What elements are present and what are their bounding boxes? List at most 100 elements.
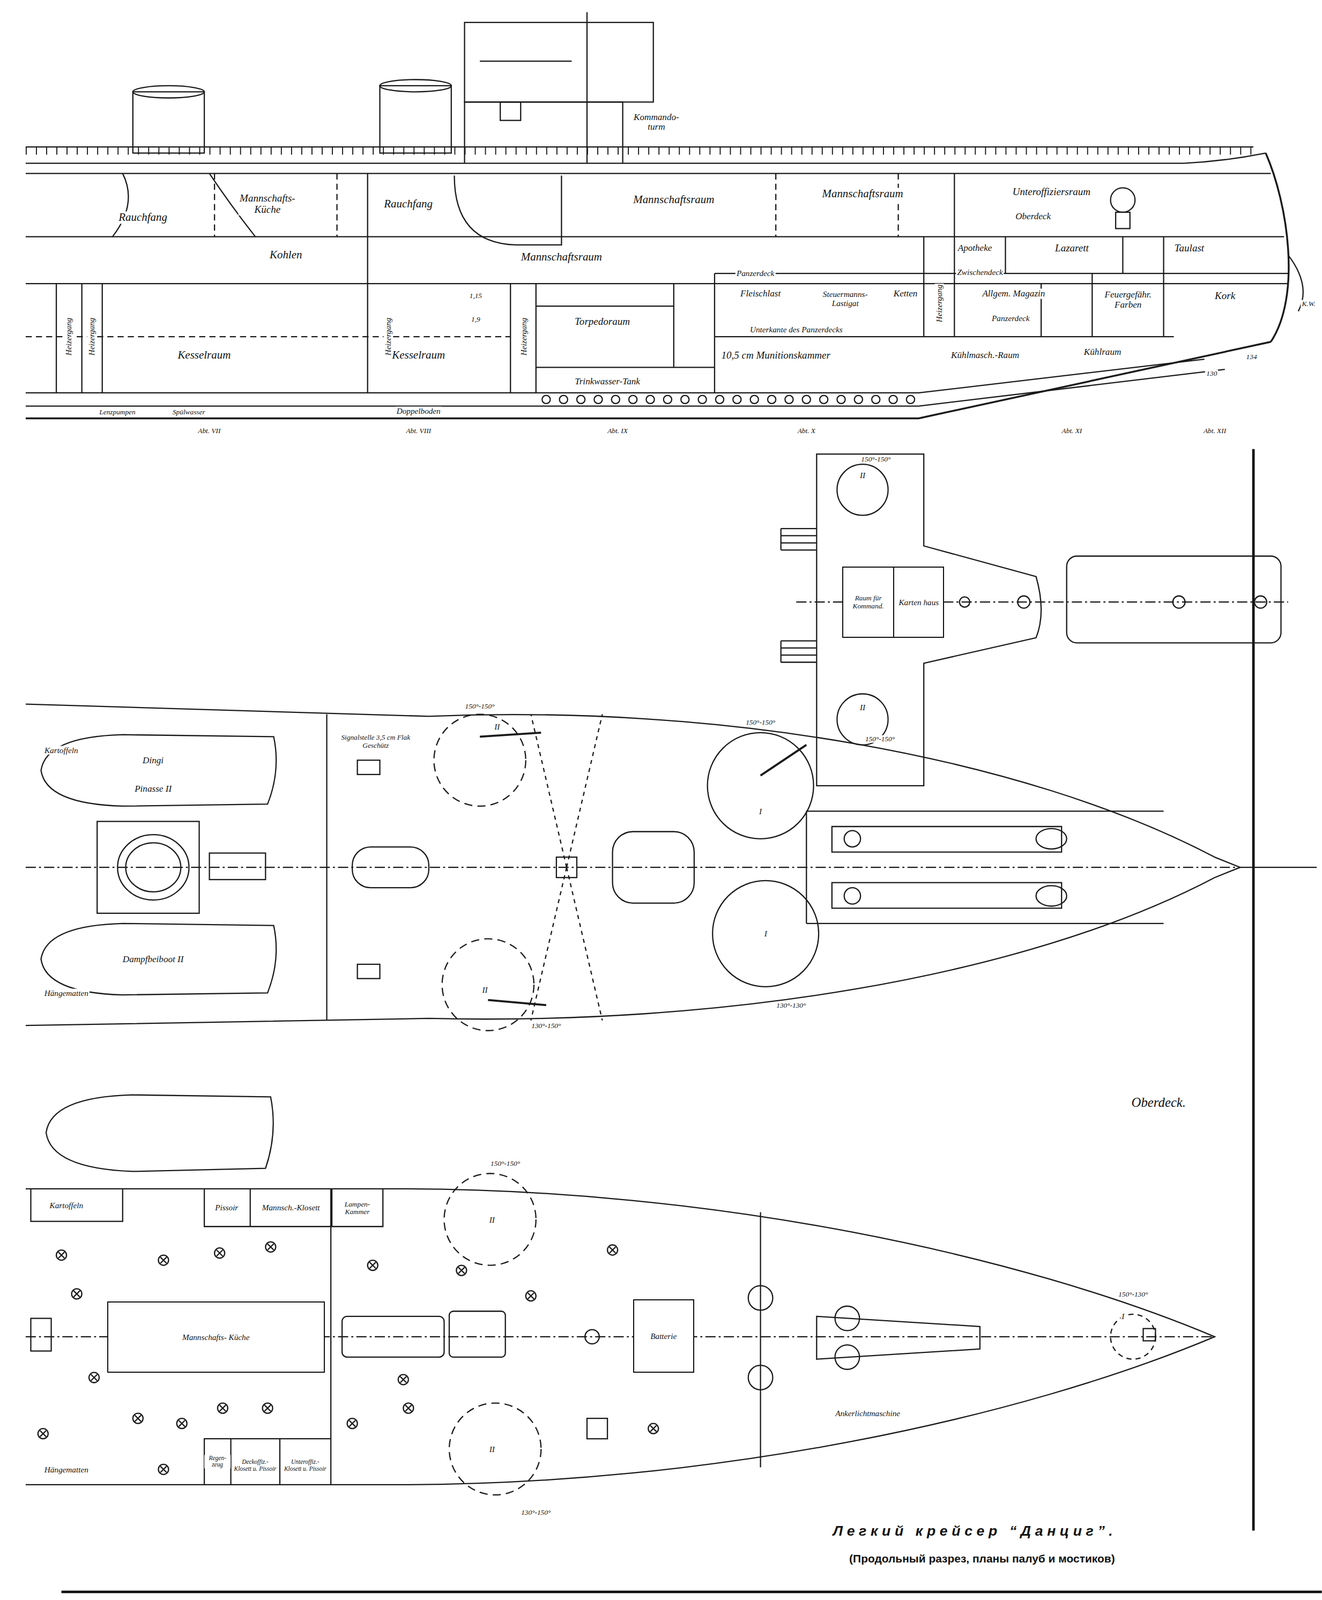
porthole — [836, 395, 845, 404]
porthole — [593, 395, 603, 404]
section-view-line — [25, 147, 1254, 155]
section-view-line — [1110, 187, 1136, 213]
drawing-label: K.W. — [1301, 300, 1317, 309]
bollard-cross — [91, 1374, 98, 1381]
bridge-plan-line — [836, 464, 888, 516]
bollard — [214, 1248, 225, 1259]
drawing-label: Kesselraum — [390, 348, 447, 362]
upper-deck-plan — [25, 1095, 1215, 1496]
section-view-line — [1115, 212, 1131, 229]
forecastle-plan-line — [556, 857, 577, 878]
drawing-label: Abt. XI — [1060, 426, 1084, 435]
section-view-line — [56, 173, 1164, 393]
upper-deck-plan-line — [748, 1365, 774, 1391]
forecastle-plan-line — [433, 714, 526, 807]
bollard — [525, 1290, 537, 1302]
bollard-cross — [40, 1430, 47, 1437]
bollard-cross — [267, 1244, 274, 1251]
section-view — [25, 12, 1304, 419]
bollard — [56, 1250, 67, 1261]
bollard — [132, 1413, 144, 1424]
forecastle-plan-line — [25, 866, 1240, 868]
upper-deck-plan-line — [748, 1286, 774, 1311]
upper-deck-plan-line — [449, 1403, 541, 1496]
drawing-label: 150°-150° — [859, 455, 892, 464]
section-view-line — [25, 359, 1205, 393]
bollard-cross — [160, 1257, 167, 1264]
bollard-cross — [135, 1415, 141, 1422]
section-view-line — [25, 283, 1289, 285]
bollard-cross — [528, 1293, 534, 1299]
section-view-line — [1265, 153, 1289, 343]
porthole — [680, 395, 689, 404]
drawing-label: Kühlraum — [1082, 347, 1123, 358]
bollard — [367, 1260, 378, 1271]
forecastle-plan-line — [844, 887, 861, 904]
drawing-label: 130°-150° — [530, 1021, 562, 1030]
drawing-label: Taulast — [1173, 242, 1206, 254]
section-view-line — [132, 91, 205, 153]
drawing-label: Kühlmasch.-Raum — [949, 350, 1021, 361]
section-view-line — [586, 12, 588, 164]
drawing-label: Mannsch.-Klosett — [261, 1202, 322, 1213]
forecastle-plan-line — [487, 1000, 547, 1006]
upper-deck-plan-line — [835, 1306, 860, 1332]
drawing-label: Dampfbeiboot II — [121, 954, 185, 965]
bollard-group — [38, 1242, 659, 1475]
section-view-line — [479, 60, 572, 62]
upper-deck-plan-line — [759, 1212, 761, 1468]
drawing-label: Heizergang — [383, 316, 393, 357]
drawing-label: Ketten — [892, 288, 919, 300]
bollard — [398, 1374, 409, 1385]
bollard — [347, 1418, 358, 1429]
caption: Легкий крейсер “Данциг”. — [833, 1523, 1118, 1540]
drawing-label: 130°-130° — [775, 1001, 807, 1010]
drawing-label: Heizergang — [87, 316, 97, 357]
section-view-line — [464, 101, 623, 163]
drawing-label: Panzerdeck — [990, 314, 1031, 324]
bollard — [456, 1265, 467, 1276]
frame-line — [61, 1590, 1322, 1594]
porthole — [645, 395, 655, 404]
forecastle-plan-line — [760, 745, 807, 776]
bollard — [38, 1428, 49, 1439]
drawing-label: Pissoir — [213, 1202, 240, 1213]
drawing-label: Heizergang — [63, 316, 73, 357]
bollard — [607, 1245, 618, 1256]
upper-deck-plan-line — [30, 1318, 51, 1352]
forecastle-plan-line — [1036, 885, 1067, 906]
drawing-label: Lazarett — [1053, 242, 1090, 254]
drawing-label: II — [488, 1445, 496, 1455]
porthole — [611, 395, 620, 404]
drawing-label: I — [763, 929, 769, 939]
porthole — [697, 395, 707, 404]
forecastle-plan-line — [1239, 866, 1317, 868]
drawing-label: 150°-150° — [463, 702, 496, 711]
drawing-label: Mannschaftsraum — [520, 250, 604, 264]
bridge-plan-line — [1254, 596, 1267, 609]
bridge-plan-line — [1172, 596, 1186, 609]
drawing-label: I — [1120, 1312, 1126, 1322]
drawing-label: Zwischendeck — [955, 268, 1004, 278]
bollard — [71, 1288, 83, 1299]
drawing-label: Fleischlast — [739, 288, 782, 300]
bollard — [217, 1403, 228, 1414]
drawing-label: Unteroffiz.- Klosett u. Pissoir — [282, 1459, 328, 1473]
bollard-cross — [458, 1267, 465, 1274]
drawing-label: Oberdeck — [1014, 211, 1052, 222]
drawing-label: Kommando- turm — [632, 112, 681, 133]
upper-deck-plan-line — [587, 1418, 608, 1439]
bollard — [176, 1418, 188, 1429]
drawing-label: Abt. VII — [196, 426, 222, 435]
porthole — [784, 395, 793, 404]
drawing-label: Hängematten — [43, 988, 90, 998]
porthole — [854, 395, 863, 404]
room-box: Batterie — [633, 1299, 695, 1373]
bollard-cross — [405, 1405, 412, 1411]
forecastle-plan-line — [41, 734, 277, 807]
section-view-line — [25, 369, 1225, 407]
bridge-plan-line — [959, 597, 970, 608]
upper-deck-plan-line — [835, 1345, 860, 1370]
drawing-label: II — [480, 985, 489, 995]
